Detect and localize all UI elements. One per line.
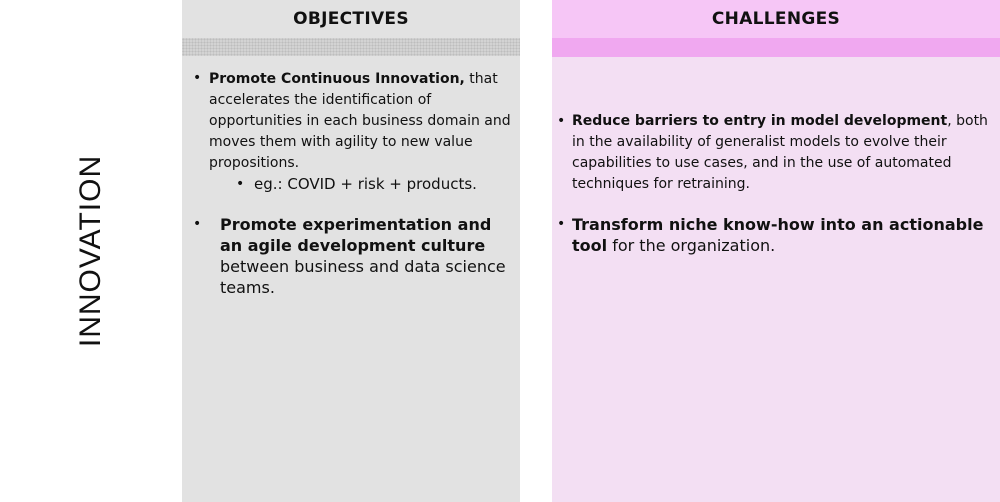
objective-item-1-text: that accelerates the identification of o… <box>209 71 511 171</box>
bullet-icon: • <box>236 176 245 192</box>
challenges-column: CHALLENGES • Reduce barriers to entry in… <box>552 0 1000 502</box>
challenges-header: CHALLENGES <box>552 0 1000 38</box>
row-label: INNOVATION <box>0 0 182 502</box>
bullet-icon: • <box>557 216 566 232</box>
challenge-item-1-text: , both in the availability of generalist… <box>572 113 988 192</box>
challenge-item-1: Reduce barriers to entry in model develo… <box>572 111 992 195</box>
objectives-header-strip <box>182 38 520 56</box>
objective-subitem-1: eg.: COVID + risk + products. <box>254 175 477 193</box>
objective-item-2: Promote experimentation and an agile dev… <box>220 214 510 298</box>
challenge-item-2-bold: Transform niche know-how into an actiona… <box>572 215 984 255</box>
objective-item-2-text: between business and data science teams. <box>220 257 506 297</box>
bullet-icon: • <box>193 70 202 86</box>
objective-item-2-bold: Promote experimentation and an agile dev… <box>220 215 492 255</box>
challenge-item-1-bold: Reduce barriers to entry in model develo… <box>572 113 948 129</box>
row-label-text: INNOVATION <box>74 154 108 348</box>
challenges-header-strip <box>552 38 1000 57</box>
objectives-column: OBJECTIVES • Promote Continuous Innovati… <box>182 0 520 502</box>
challenge-item-2: Transform niche know-how into an actiona… <box>572 214 992 256</box>
objectives-header: OBJECTIVES <box>182 0 520 38</box>
challenge-item-2-text: for the organization. <box>607 236 776 255</box>
objective-item-1-bold: Promote Continuous Innovation, <box>209 71 465 87</box>
bullet-icon: • <box>557 113 566 129</box>
bullet-icon: • <box>193 216 202 232</box>
objective-item-1: Promote Continuous Innovation, that acce… <box>209 69 514 174</box>
